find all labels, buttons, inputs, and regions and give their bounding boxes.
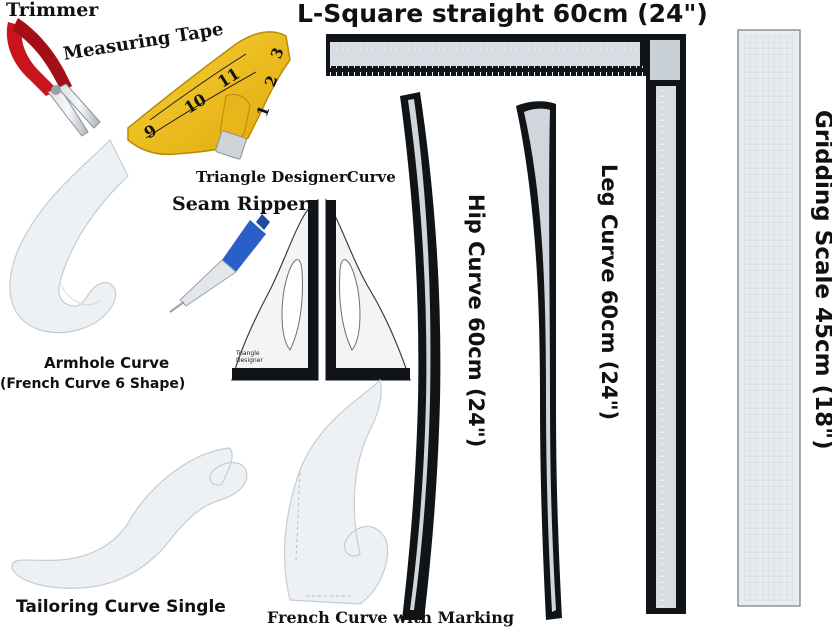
label-gridding-scale: Gridding Scale 45cm (18"): [810, 110, 832, 450]
tailoring-curve-ruler: [11, 447, 248, 589]
label-seam-ripper: Seam Ripper: [172, 193, 309, 215]
label-l-square: L-Square straight 60cm (24"): [297, 0, 708, 28]
french-curve-marking-ruler: [283, 378, 389, 605]
seam-ripper-illustration: [169, 214, 270, 313]
l-square-ruler: [326, 34, 686, 614]
gridding-scale-ruler: [737, 29, 801, 607]
label-trimmer: Trimmer: [6, 0, 99, 21]
label-triangle-designer-curve: Triangle DesignerCurve: [196, 168, 396, 186]
label-french-curve-marking: French Curve with Marking: [267, 608, 515, 627]
label-armhole-subtitle: (French Curve 6 Shape): [0, 376, 186, 392]
label-leg-curve: Leg Curve 60cm (24"): [597, 164, 621, 421]
trimmer-illustration: [6, 18, 101, 137]
leg-curve-ruler: [516, 101, 562, 620]
label-armhole-curve: Armhole Curve: [44, 354, 170, 372]
triangle-ruler-text: Designer: [236, 357, 263, 364]
hip-curve-ruler: [400, 92, 441, 620]
armhole-curve-ruler: [9, 138, 129, 334]
label-hip-curve: Hip Curve 60cm (24"): [464, 194, 488, 448]
triangle-ruler-text: Triangle: [235, 350, 260, 357]
triangle-designer-curve: Designer Triangle: [231, 198, 411, 381]
label-tailoring-curve: Tailoring Curve Single: [16, 597, 226, 617]
measuring-tape-illustration: 9 10 11 1 2 3: [127, 31, 291, 160]
